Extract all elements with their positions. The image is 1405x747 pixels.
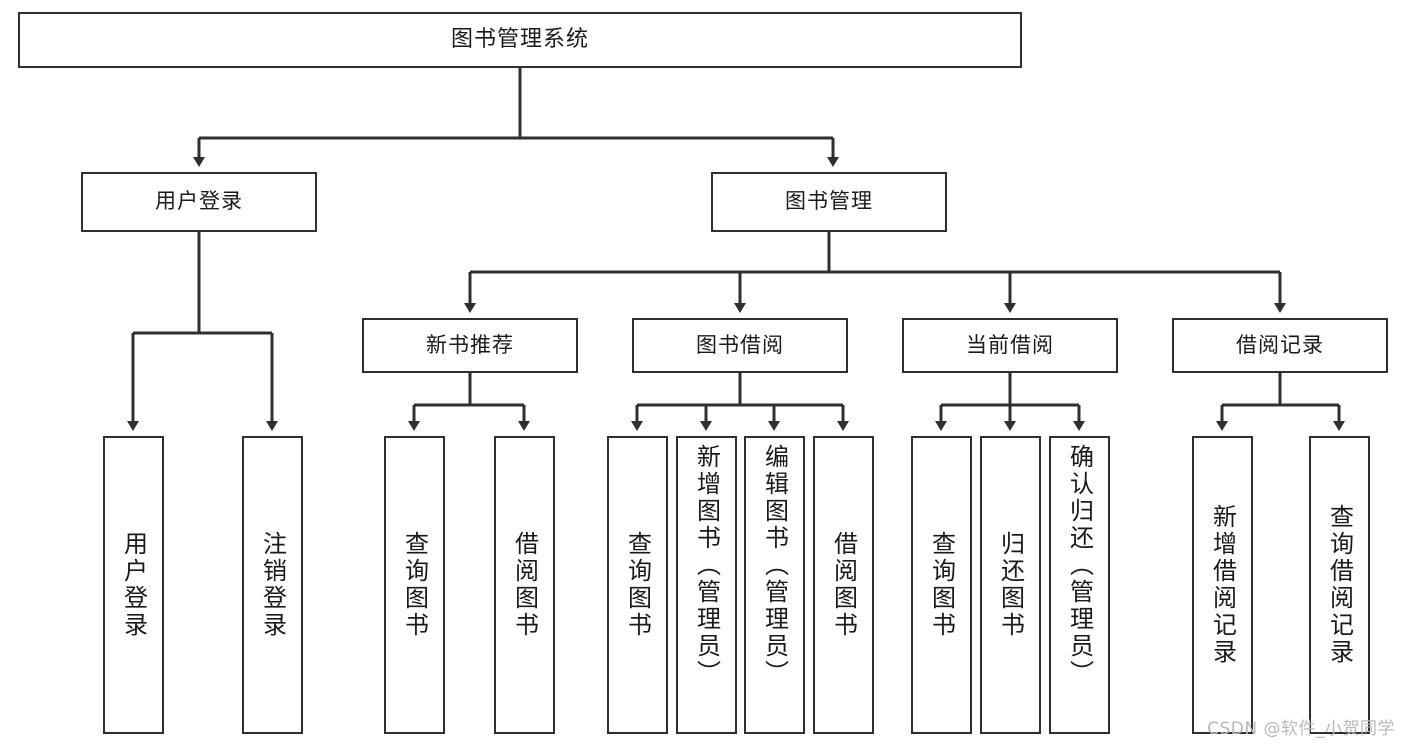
node-book-management[interactable]: 图书管理	[711, 172, 947, 232]
node-label: 当前借阅	[966, 332, 1054, 357]
node-current-borrow[interactable]: 当前借阅	[902, 318, 1118, 373]
leaf-new-book-query-book[interactable]: 查询图书	[384, 436, 445, 734]
node-label: 注销登录	[258, 531, 287, 639]
node-label: 查询图书	[623, 531, 652, 639]
node-book-borrow[interactable]: 图书借阅	[632, 318, 848, 373]
node-label: 查询借阅记录	[1325, 504, 1354, 666]
node-label: 借阅记录	[1236, 332, 1324, 357]
node-label: 借阅图书	[829, 531, 858, 639]
leaf-book-borrow-borrow-book[interactable]: 借阅图书	[813, 436, 874, 734]
node-new-book-recommend[interactable]: 新书推荐	[362, 318, 578, 373]
node-label: 查询图书	[400, 531, 429, 639]
leaf-book-borrow-edit-book-admin[interactable]: 编辑图书（管理员）	[744, 436, 805, 734]
leaf-current-borrow-confirm-return-admin[interactable]: 确认归还（管理员）	[1049, 436, 1110, 734]
node-label: 图书管理系统	[450, 26, 589, 52]
node-label: 图书管理	[785, 189, 873, 214]
node-label: 归还图书	[996, 531, 1025, 639]
leaf-current-borrow-return-book[interactable]: 归还图书	[980, 436, 1041, 734]
node-label: 用户登录	[119, 531, 148, 639]
node-label: 用户登录	[155, 189, 243, 214]
node-label: 编辑图书（管理员）	[760, 444, 789, 687]
leaf-borrow-record-add-record[interactable]: 新增借阅记录	[1192, 436, 1253, 734]
leaf-user-login-login[interactable]: 用户登录	[103, 436, 164, 734]
node-label: 确认归还（管理员）	[1065, 444, 1094, 687]
leaf-new-book-borrow-book[interactable]: 借阅图书	[494, 436, 555, 734]
leaf-user-login-logout[interactable]: 注销登录	[242, 436, 303, 734]
node-borrow-record[interactable]: 借阅记录	[1172, 318, 1388, 373]
node-label: 借阅图书	[510, 531, 539, 639]
node-root-book-management-system[interactable]: 图书管理系统	[18, 12, 1022, 68]
node-label: 新增借阅记录	[1208, 504, 1237, 666]
node-user-login[interactable]: 用户登录	[81, 172, 317, 232]
node-label: 新增图书（管理员）	[692, 444, 721, 687]
leaf-borrow-record-query-record[interactable]: 查询借阅记录	[1309, 436, 1370, 734]
leaf-book-borrow-query-book[interactable]: 查询图书	[607, 436, 668, 734]
node-label: 新书推荐	[426, 332, 514, 357]
node-label: 图书借阅	[696, 332, 784, 357]
leaf-current-borrow-query-book[interactable]: 查询图书	[911, 436, 972, 734]
leaf-book-borrow-add-book-admin[interactable]: 新增图书（管理员）	[676, 436, 737, 734]
node-label: 查询图书	[927, 531, 956, 639]
